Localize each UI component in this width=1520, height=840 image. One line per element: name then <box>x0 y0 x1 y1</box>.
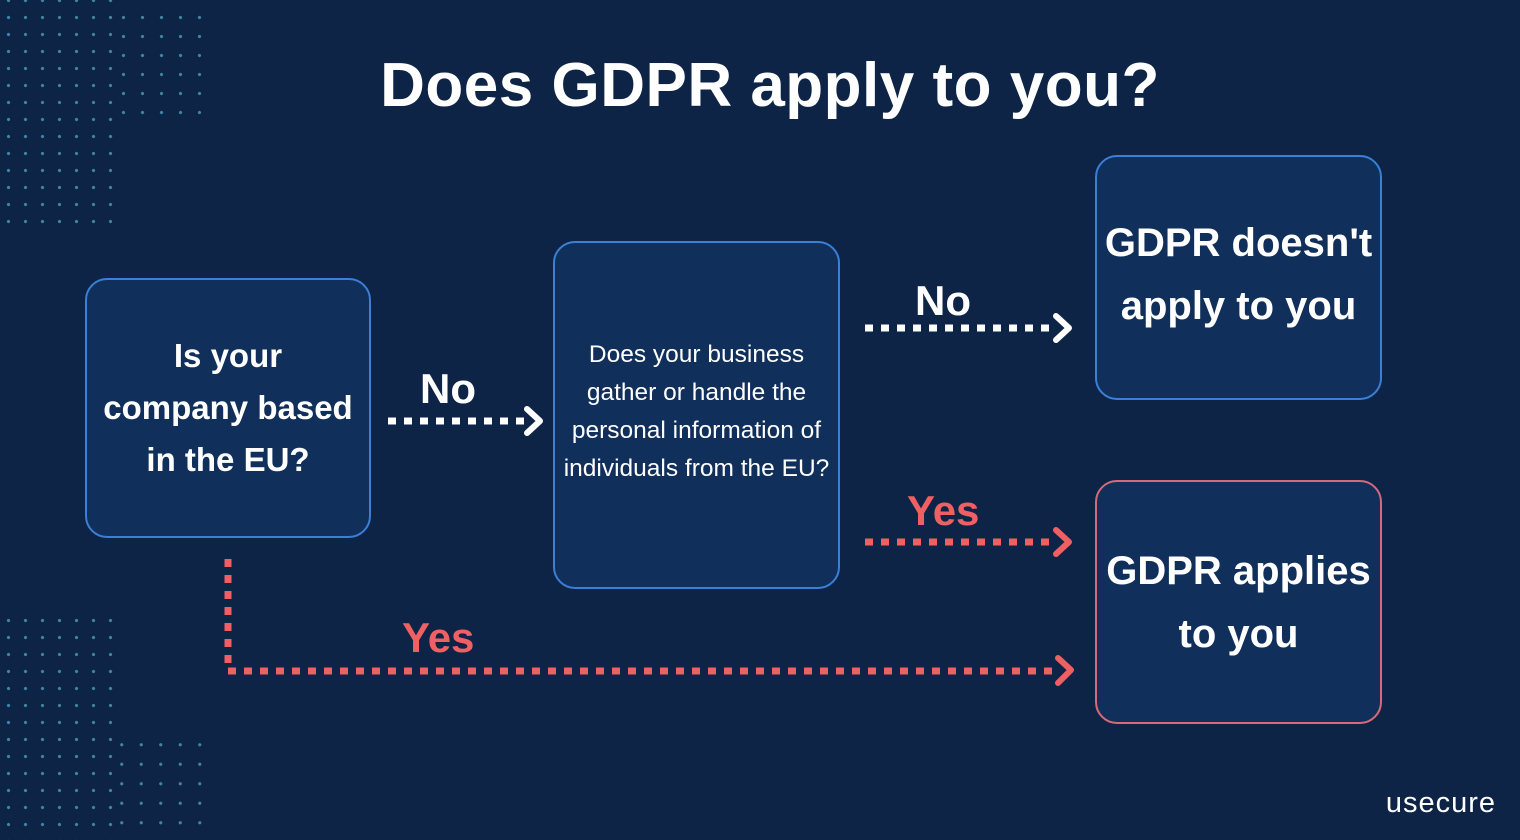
dotted-arrow-icon-q2-yes <box>865 527 1072 557</box>
question-box-eu-data: Does your business gather or handle the … <box>553 241 840 589</box>
edge-label-q1-yes: Yes <box>402 614 475 661</box>
diagram-title: Does GDPR apply to you? <box>380 51 1160 120</box>
brand-logo-usecure: usecure <box>1385 787 1496 819</box>
question-box-eu-based: Is your company based in the EU? <box>85 278 371 538</box>
dotted-elbow-arrow-icon-q1-yes <box>224 559 1074 686</box>
question-text-eu-based: Is your company based in the EU? <box>103 337 353 478</box>
outcome-text-applicable: GDPR applies to you <box>1106 549 1371 656</box>
dot-pattern-bottom-left-secondary <box>112 735 208 840</box>
dotted-arrow-icon-q1-no <box>388 406 543 436</box>
edge-label-q2-yes: Yes <box>907 487 980 534</box>
question-text-eu-data: Does your business gather or handle the … <box>563 341 830 482</box>
outcome-box-applicable: GDPR applies to you <box>1095 480 1382 724</box>
edge-label-q2-no: No <box>915 277 971 324</box>
dot-pattern-bottom-left <box>0 608 118 840</box>
edge-label-q1-no: No <box>420 365 476 412</box>
outcome-text-not-applicable: GDPR doesn't apply to you <box>1104 220 1373 328</box>
outcome-box-not-applicable: GDPR doesn't apply to you <box>1095 155 1382 400</box>
dotted-arrow-icon-q2-no <box>865 313 1072 343</box>
